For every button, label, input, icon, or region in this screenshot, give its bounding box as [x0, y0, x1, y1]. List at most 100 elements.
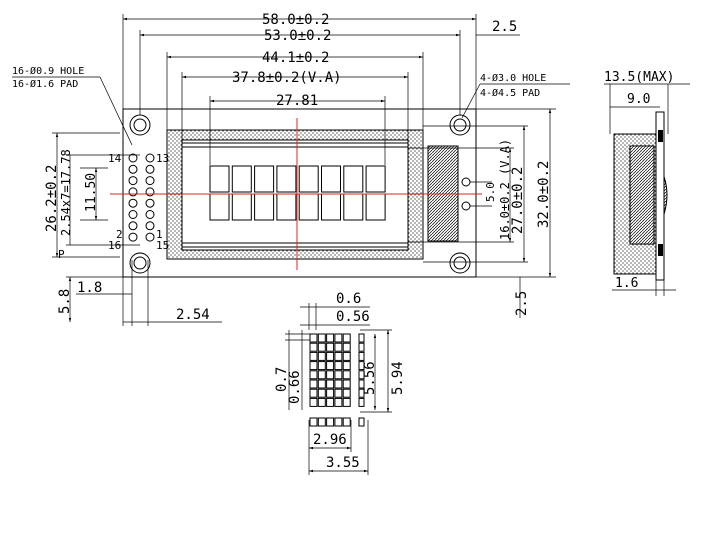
dim-active-width: 37.8±0.2(V.A)	[232, 70, 342, 86]
character-cell	[343, 165, 364, 193]
dot	[309, 351, 318, 361]
pin-hole	[145, 153, 155, 163]
dim-pin-span: 2.54x7=17.78	[59, 149, 73, 236]
dot	[334, 379, 343, 389]
dot	[326, 361, 335, 371]
pin-label-16: 16	[108, 239, 121, 252]
dot	[358, 361, 365, 371]
pin-hole	[145, 210, 155, 219]
dot	[358, 388, 365, 398]
dim-module-height: 32.0±0.2	[536, 161, 552, 228]
mount-hole-tr	[449, 114, 471, 136]
dot	[358, 333, 365, 343]
dot	[342, 397, 351, 407]
dim-dot-pitch-w: 0.6	[336, 291, 361, 307]
dim-dot-pitch-h: 0.7	[274, 367, 290, 392]
dim-va-height: 16.0±0.2 (V.A)	[498, 139, 512, 240]
pin-hole	[145, 164, 155, 174]
side-depth: 9.0	[627, 92, 650, 107]
dot	[358, 370, 365, 380]
cursor-dot	[342, 417, 351, 427]
dot	[317, 388, 326, 398]
dot	[334, 361, 343, 371]
character-cell	[231, 165, 252, 193]
dim-dot-h: 0.66	[287, 370, 303, 404]
dot	[334, 370, 343, 380]
dot	[309, 370, 318, 380]
pin-hole	[145, 232, 155, 242]
notes: 16-Ø0.9 HOLE 16-Ø1.6 PAD 4-Ø3.0 HOLE 4-Ø…	[12, 65, 570, 146]
dot	[334, 397, 343, 407]
pin-hole	[128, 176, 138, 186]
dot	[326, 397, 335, 407]
dim-char-h-inner: 5.56	[362, 361, 378, 395]
dot	[309, 342, 318, 352]
dot	[342, 388, 351, 398]
dim-viewing-height: 27.0±0.2	[510, 167, 526, 234]
dot	[342, 379, 351, 389]
dot	[326, 388, 335, 398]
dot	[342, 342, 351, 352]
dim-led-gap: 5.0	[484, 182, 497, 202]
dim-bottom-margin: 2.5	[514, 291, 530, 316]
dot	[342, 370, 351, 380]
dot	[342, 361, 351, 371]
dim-char-w-inner: 2.96	[313, 432, 347, 448]
side-pcb	[655, 111, 665, 281]
cursor-dot	[358, 417, 365, 427]
pin-label-14: 14	[108, 152, 122, 165]
front-view: 14 13 2 1 16 15	[108, 108, 482, 278]
pin-hole	[128, 210, 138, 219]
dim-char-w-outer: 3.55	[326, 455, 360, 471]
pin-hole	[145, 198, 155, 208]
dot	[317, 351, 326, 361]
pin-label-13: 13	[156, 152, 169, 165]
dot	[309, 397, 318, 407]
character-cell	[276, 165, 297, 193]
dim-hole-pitch: 53.0±0.2	[264, 28, 331, 44]
dot	[309, 361, 318, 371]
left-dimensions: 26.2±0.2 2.54x7=17.78 11.50 P 1.8 5.8 2.…	[44, 132, 222, 326]
viewing-area	[181, 139, 409, 251]
cursor-dot	[317, 417, 326, 427]
dot	[326, 351, 335, 361]
dot	[334, 342, 343, 352]
character-cell	[321, 165, 341, 193]
right-dimensions: 32.0±0.2 27.0±0.2 16.0±0.2 (V.A) 5.0 2.5	[408, 108, 556, 318]
dim-chars-width: 27.81	[276, 93, 318, 109]
dot	[334, 351, 343, 361]
pin-hole	[128, 187, 138, 197]
pin-hole	[145, 187, 155, 197]
side-pcb-thickness: 1.6	[615, 276, 638, 291]
dot	[358, 342, 365, 352]
dot	[317, 370, 326, 380]
dot	[326, 342, 335, 352]
pin-holes	[128, 153, 155, 242]
cursor-dot	[326, 417, 335, 427]
dim-overall-width: 58.0±0.2	[262, 12, 329, 28]
character-cell	[365, 165, 386, 193]
dot	[358, 379, 365, 389]
character-cell	[254, 165, 275, 193]
dim-chars-height: 11.50	[84, 173, 99, 212]
pin-hole	[128, 221, 138, 231]
dot	[326, 379, 335, 389]
dot	[317, 333, 326, 343]
pin-hole	[145, 176, 155, 186]
pin-hole	[128, 232, 138, 242]
side-glass	[629, 145, 655, 245]
dim-left-offset: 1.8	[77, 280, 102, 296]
character-cell	[209, 165, 230, 193]
cursor-dot	[309, 417, 318, 427]
dot	[342, 351, 351, 361]
p-label: P	[58, 248, 65, 261]
pin-label-1: 1	[156, 228, 163, 241]
dim-char-h-outer: 5.94	[390, 361, 406, 395]
pin-hole	[128, 153, 138, 163]
dot	[326, 370, 335, 380]
note-mount-2: 4-Ø4.5 PAD	[480, 87, 540, 99]
dot	[326, 333, 335, 343]
dot	[309, 379, 318, 389]
dot	[317, 397, 326, 407]
